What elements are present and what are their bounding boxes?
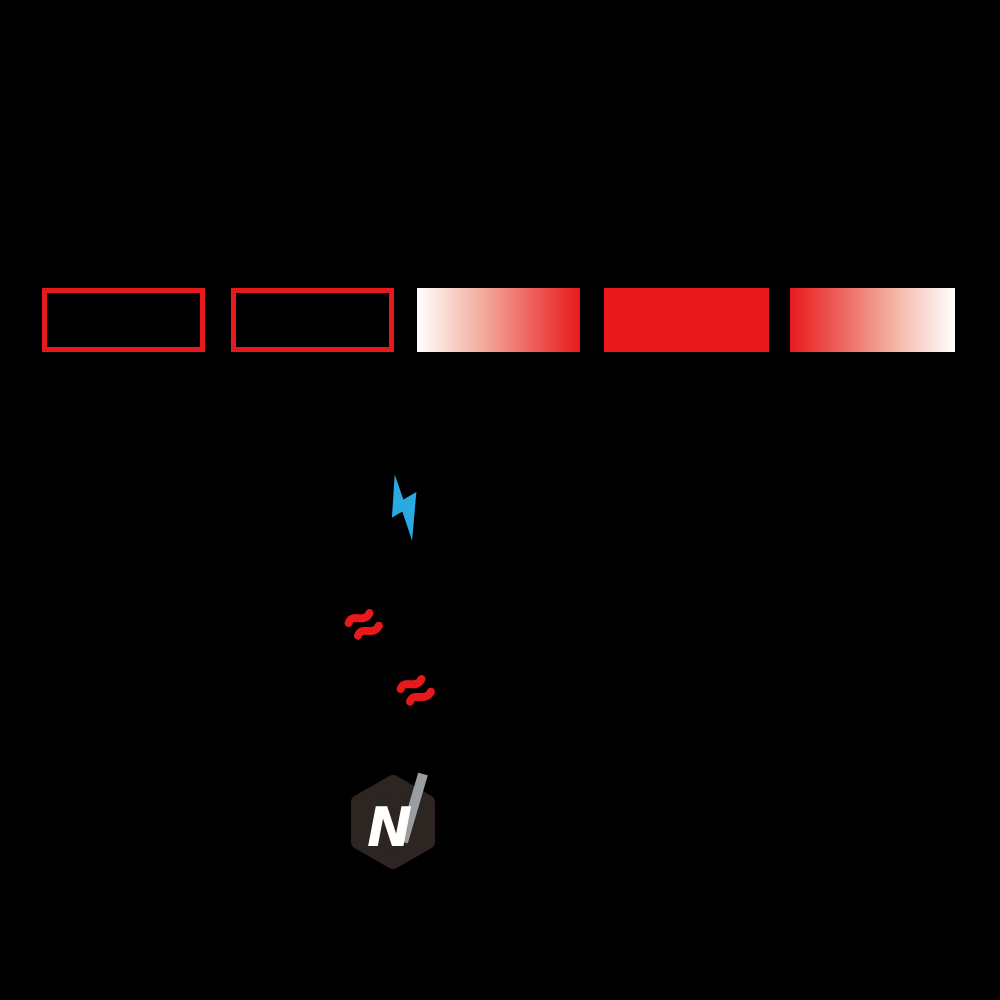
gray-slash-accent (398, 772, 428, 844)
logo-letter: N (367, 796, 412, 859)
lightning-bolt-icon (365, 463, 446, 548)
n-logo-badge: N (343, 772, 443, 872)
outlined-box-1 (42, 288, 205, 352)
gradient-box-red-to-white (790, 288, 955, 352)
red-squiggle-break-icon (339, 600, 391, 649)
red-squiggle-break-icon (391, 666, 443, 715)
gradient-box-white-to-red (417, 288, 580, 352)
solid-red-box (604, 288, 769, 352)
outlined-box-2 (231, 288, 394, 352)
